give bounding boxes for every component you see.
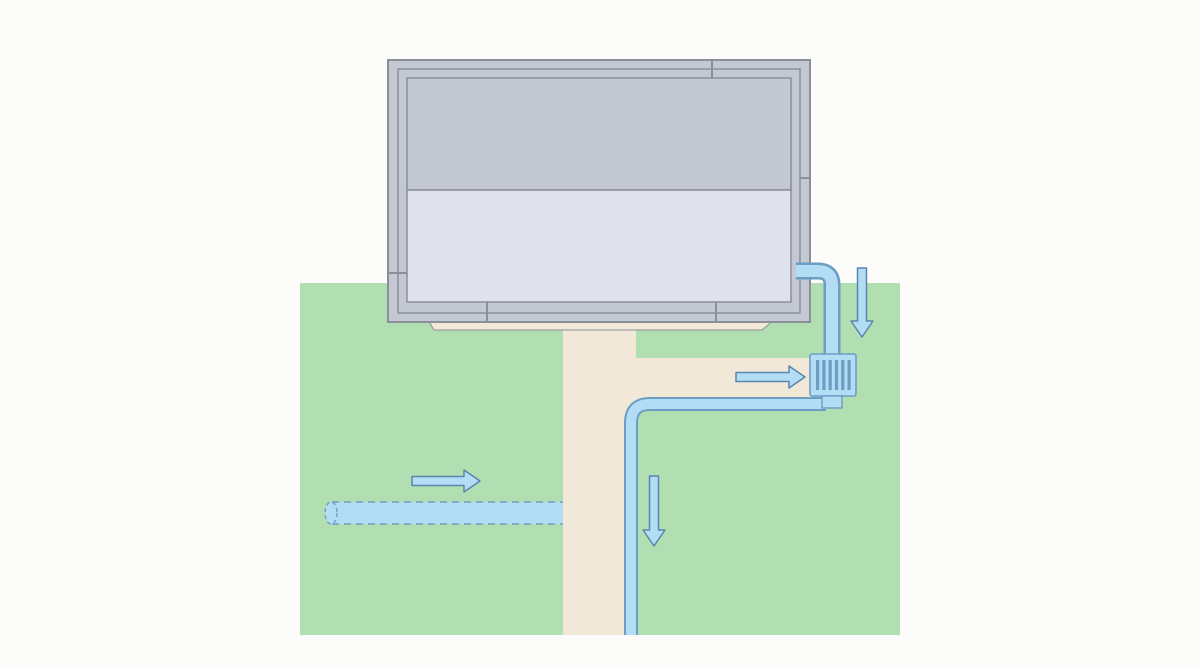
roof-lower-panel	[406, 189, 792, 303]
downspout	[796, 265, 838, 356]
drain-grate-slot	[822, 360, 826, 390]
flow-arrow-down-pipe	[642, 475, 666, 547]
drain-grate-base	[821, 395, 843, 409]
roof	[387, 59, 811, 323]
drain-pipe	[626, 399, 826, 635]
roof-upper-panel	[406, 77, 792, 191]
drain-grate-slot	[828, 360, 832, 390]
drain-grate-slots	[816, 360, 851, 390]
drain-grate-slot	[834, 360, 839, 390]
flow-arrow-right-lawn	[411, 469, 481, 493]
drain-grate	[809, 353, 857, 409]
drain-grate-slot	[816, 360, 820, 390]
buried-pipe-end	[324, 501, 338, 525]
buried-pipe-body	[330, 502, 563, 524]
drain-grate-slot	[841, 360, 845, 390]
flow-arrow-right-grate	[735, 365, 806, 389]
flow-arrows	[411, 267, 874, 547]
buried-pipe	[324, 501, 563, 525]
drain-grate-slot	[847, 360, 851, 390]
flow-arrow-down-roof	[850, 267, 874, 338]
